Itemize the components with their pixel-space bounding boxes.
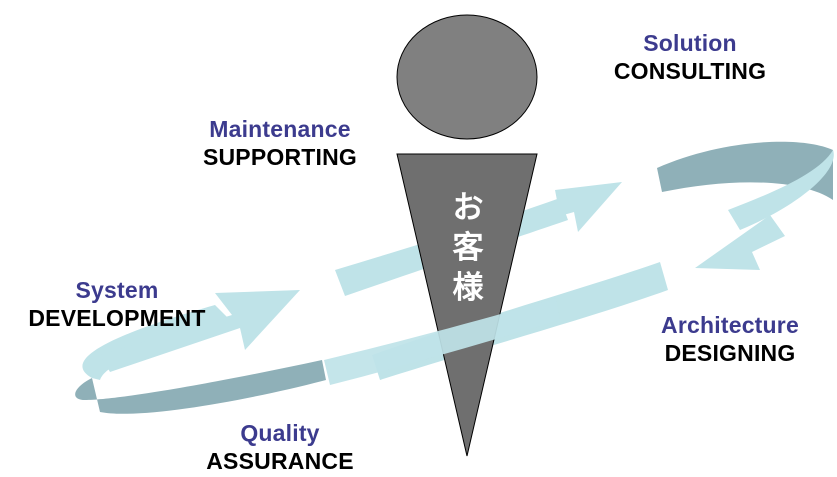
customer-char-3: 様 [452,270,484,306]
person-head [396,14,538,140]
stage-assurance-main: ASSURANCE [206,447,354,474]
arrow-head-down-left [695,215,785,270]
stage-consulting-sub: Solution [643,30,737,56]
stage-consulting: Solution CONSULTING [590,30,790,85]
stage-designing-main: DESIGNING [664,339,796,366]
stage-supporting: Maintenance SUPPORTING [180,116,380,171]
stage-development-main: DEVELOPMENT [28,304,206,331]
loop-right-back [657,141,833,200]
stage-consulting-main: CONSULTING [613,57,767,84]
loop-left-back [75,360,326,414]
stage-designing: Architecture DESIGNING [630,312,830,367]
person-body [396,153,538,457]
stage-designing-sub: Architecture [661,312,799,338]
customer-char-1: お [452,190,484,226]
customer-label: お 客 様 [448,188,488,308]
stage-assurance-sub: Quality [240,420,320,446]
stage-supporting-main: SUPPORTING [202,143,358,170]
stage-development: System DEVELOPMENT [12,277,222,332]
loop-right-front [728,150,834,230]
customer-char-2: 客 [452,230,484,266]
stage-supporting-sub: Maintenance [209,116,351,142]
band-front-cross [324,298,560,385]
arrow-left-up [100,290,300,372]
stage-assurance: Quality ASSURANCE [180,420,380,475]
arrow-head-up-right [555,182,622,232]
stage-development-sub: System [75,277,159,303]
